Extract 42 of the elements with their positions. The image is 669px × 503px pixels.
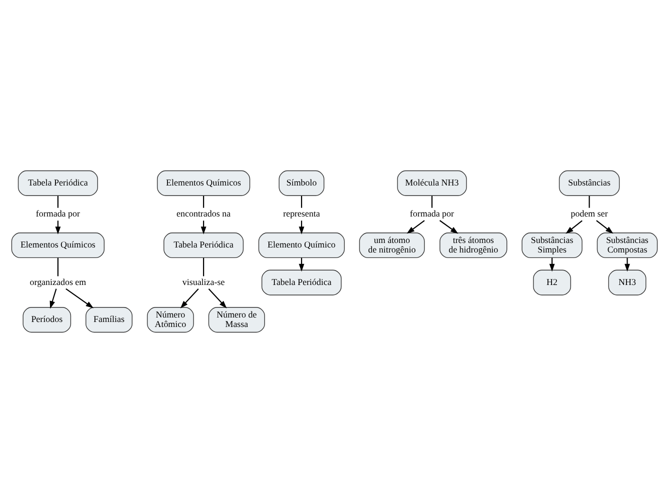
node-box: três átomos de hidrogênio <box>440 232 508 258</box>
node-box: Elementos Químicos <box>11 232 105 258</box>
arrow <box>406 220 425 234</box>
node-box: Tabela Periódica <box>18 170 98 196</box>
node-box: H2 <box>533 270 572 296</box>
node-text: encontrados na <box>176 208 231 219</box>
connector <box>203 196 204 208</box>
node-box: Elementos Químicos <box>156 170 250 196</box>
node-box: Número de Massa <box>208 307 265 333</box>
node-box: Substâncias Compostas <box>596 232 658 258</box>
connector <box>57 258 58 276</box>
connector <box>301 196 302 208</box>
arrow <box>439 220 458 234</box>
arrow <box>180 288 199 308</box>
node-text: representa <box>283 208 320 219</box>
node-box: Molécula NH3 <box>397 170 467 196</box>
arrow <box>50 288 57 309</box>
connector <box>57 196 58 208</box>
node-box: Elemento Químico <box>258 232 345 258</box>
node-text: organizados em <box>30 276 86 287</box>
connector <box>203 258 204 276</box>
arrow <box>566 220 582 234</box>
node-text: podem ser <box>570 208 608 219</box>
arrow <box>208 288 227 308</box>
node-text: visualiza-se <box>182 276 225 287</box>
node-box: um átomo de nitrogênio <box>359 232 425 258</box>
node-box: Símbolo <box>278 170 324 196</box>
node-text: formada por <box>410 208 454 219</box>
node-box: Substâncias <box>558 170 620 196</box>
node-box: Tabela Periódica <box>262 270 342 296</box>
node-box: Famílias <box>86 307 132 333</box>
arrow <box>66 288 94 308</box>
node-box: NH3 <box>608 270 646 296</box>
node-box: Substâncias Simples <box>522 232 582 258</box>
node-text: formada por <box>36 208 80 219</box>
connector <box>431 196 433 208</box>
node-box: Períodos <box>22 307 72 333</box>
arrow <box>596 220 614 234</box>
arrow <box>624 258 630 272</box>
connector <box>588 196 590 208</box>
node-box: Tabela Periódica <box>164 232 244 258</box>
node-box: Número Atômico <box>146 307 194 333</box>
